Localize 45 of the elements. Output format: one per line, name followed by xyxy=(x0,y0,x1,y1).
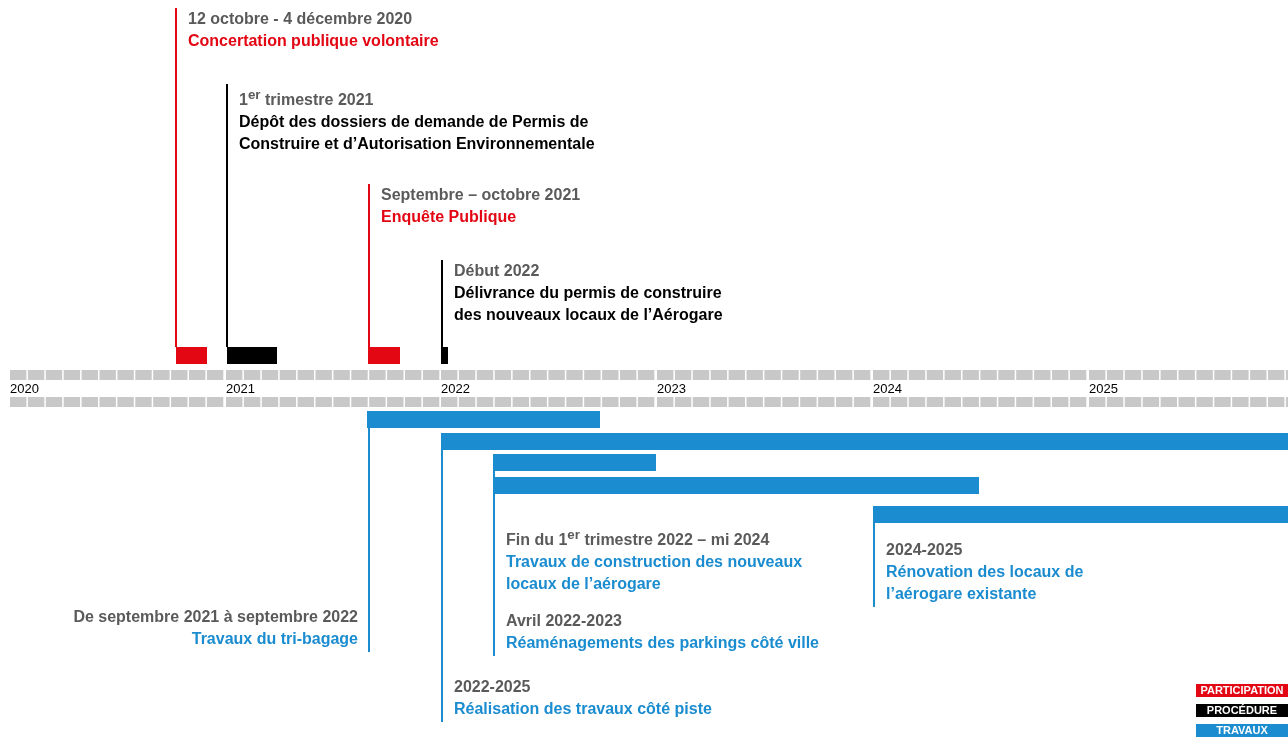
year-label: 2022 xyxy=(441,381,470,396)
leader-line xyxy=(441,259,443,348)
year-label: 2020 xyxy=(10,381,39,396)
legend-swatch: PARTICIPATION xyxy=(1196,684,1288,697)
timeline-bar xyxy=(493,477,979,494)
date-text: Avril 2022-2023 xyxy=(506,611,623,631)
timeline-bar xyxy=(441,433,1288,450)
leader-line xyxy=(493,470,495,657)
event-title: Concertation publique volontaire xyxy=(188,31,440,51)
event-title: Dépôt des dossiers de demande de Permis de Construire et d’Autorisation Environnementale xyxy=(239,112,596,155)
year-label: 2024 xyxy=(873,381,902,396)
date-text: Septembre – octobre 2021 xyxy=(381,185,582,205)
leader-line xyxy=(873,522,875,608)
timeline-bar xyxy=(873,506,1288,523)
timeline-bar xyxy=(227,347,277,364)
year-label: 2023 xyxy=(657,381,686,396)
leader-line xyxy=(368,427,370,653)
date-text: 1$^{er}$ trimestre 2021 xyxy=(239,86,375,111)
event-title: Enquête Publique xyxy=(381,207,518,227)
date-text: 2024-2025 xyxy=(886,540,964,560)
date-text: Fin du 1$^{er}$ trimestre 2022 – mi 2024 xyxy=(506,526,771,551)
leader-line xyxy=(368,183,370,348)
date-text: De septembre 2021 à septembre 2022 xyxy=(72,607,358,627)
legend-swatch: TRAVAUX xyxy=(1196,724,1288,737)
event-title: Réalisation des travaux côté piste xyxy=(454,699,713,719)
year-label: 2021 xyxy=(226,381,255,396)
event-title: Travaux du tri-bagage xyxy=(190,629,358,649)
leader-line xyxy=(175,7,177,348)
timeline-bar xyxy=(367,411,600,428)
leader-line xyxy=(226,83,228,348)
date-text: 12 octobre - 4 décembre 2020 xyxy=(188,9,414,29)
timeline-bar xyxy=(493,454,656,471)
timeline-bar xyxy=(368,347,400,364)
timeline-bar xyxy=(176,347,207,364)
date-text: Début 2022 xyxy=(454,261,541,281)
year-label: 2025 xyxy=(1089,381,1118,396)
timeline-bar xyxy=(441,347,448,364)
event-title: Délivrance du permis de construire des nouveaux locaux de l’Aérogare xyxy=(454,283,724,325)
event-title: Travaux de construction des nouveaux locaux de l’aérogare xyxy=(506,552,804,595)
leader-line xyxy=(493,493,495,593)
leader-line xyxy=(441,449,443,723)
date-text: 2022-2025 xyxy=(454,677,532,697)
event-title: Rénovation des locaux de l’aérogare existante xyxy=(886,562,1084,604)
legend-swatch: PROCÉDURE xyxy=(1196,704,1288,717)
event-title: Réaménagements des parkings côté ville xyxy=(506,633,820,653)
